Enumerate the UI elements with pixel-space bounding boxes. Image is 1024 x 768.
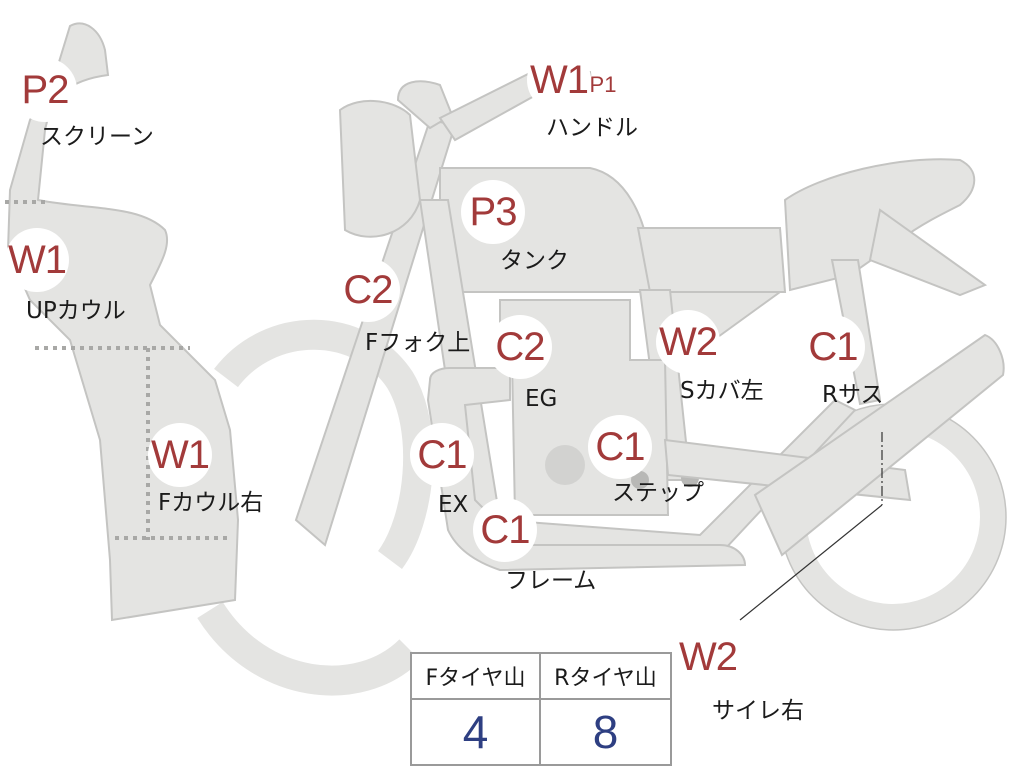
silencer [753,333,1005,557]
grade-badge-handle: W1 [527,48,591,112]
label-screen: スクリーン [40,124,154,150]
seat-mid [636,227,787,293]
label-handle: ハンドル [546,115,638,141]
front-wheel [214,319,434,569]
grade-badge-r-suspension: C1 [801,315,865,379]
grade-badge-screen: P2 [13,58,77,122]
headlight [338,99,422,238]
label-r-suspension: Rサス [822,382,884,408]
label-silencer-right: サイレ右 [712,698,804,724]
label-up-cowl: UPカウル [26,298,126,324]
grade-badge-engine: C2 [488,315,552,379]
label-frame: フレーム [505,568,597,594]
grade-badge-f-fork-upper: C2 [336,258,400,322]
grade-badge-frame: C1 [473,498,537,562]
tail [868,208,988,297]
front-tire-value: 4 [412,700,541,764]
grade-badge-step: C1 [588,415,652,479]
label-tank: タンク [500,248,569,274]
label-s-cover-left: Sカバ左 [680,378,764,404]
mirror [396,80,454,130]
rear-tire-value: 8 [592,706,619,758]
label-exhaust: EX [438,492,469,518]
grade-badge-handle-extra: P1 [588,70,618,100]
grade-badge-f-cowl-right: W1 [148,423,212,487]
label-f-cowl-right: Fカウル右 [158,490,264,516]
grade-badge-tank: P3 [461,180,525,244]
grade-badge-silencer-right: W2 [676,625,740,689]
engine-cover [545,445,585,485]
front-tire-header: Fタイヤ山 [412,654,541,700]
step-peg-left [631,471,649,489]
label-f-fork-upper: Fフォク上 [365,330,471,356]
label-step: ステップ [612,480,704,506]
leader-line-diagonal [739,504,883,621]
grade-badge-up-cowl: W1 [5,228,69,292]
rear-tire-header: Rタイヤ山 [541,654,670,700]
tire-tread-table: Fタイヤ山 Rタイヤ山 4 8 [410,652,672,766]
grade-badge-s-cover-left: W2 [656,310,720,374]
exhaust-pipe [426,367,747,572]
grade-badge-exhaust: C1 [410,423,474,487]
label-engine: EG [525,386,558,412]
front-wheel-lower [197,601,421,696]
